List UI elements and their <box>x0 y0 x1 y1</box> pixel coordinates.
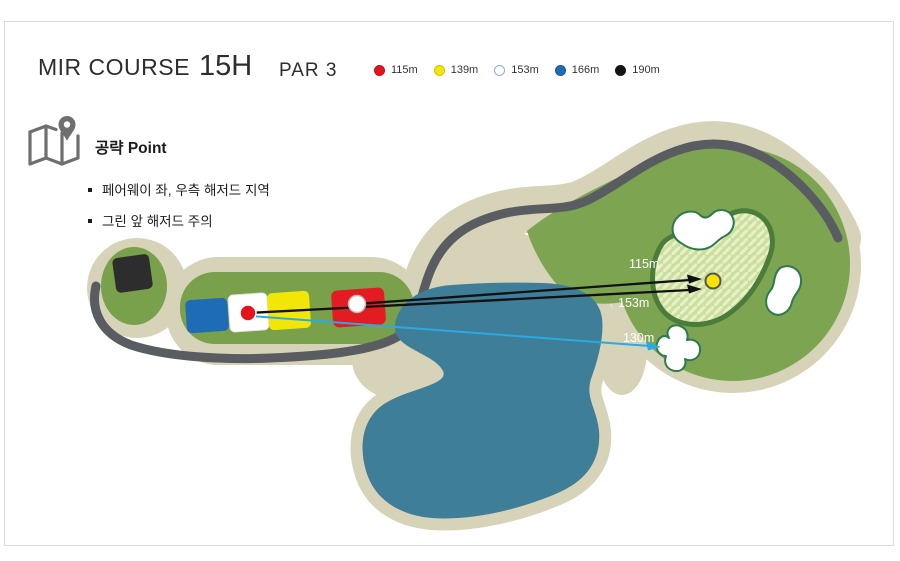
tee-box-black <box>112 254 153 293</box>
arrowhead-icon <box>687 284 702 294</box>
target-line-red-tee <box>247 288 691 315</box>
layup-line <box>249 315 651 347</box>
bullet-square-icon <box>88 219 92 223</box>
white-dot-icon <box>494 64 506 76</box>
course-name: MIR COURSE <box>38 54 190 80</box>
cart-path <box>90 139 843 364</box>
tee-box-blue <box>185 297 229 334</box>
distance-label-153m: 153m <box>618 296 649 310</box>
bunker-right <box>765 265 803 316</box>
legend-item: 153m <box>494 64 539 76</box>
legend-item: 190m <box>615 64 660 76</box>
red-dot-icon <box>374 64 385 76</box>
target-line-white-marker <box>356 278 691 306</box>
bunker-top-left <box>671 209 735 251</box>
page-title: MIR COURSE 15H <box>38 50 252 83</box>
tee-marker-white <box>347 294 367 314</box>
distance-label-115m: 115m <box>629 257 659 271</box>
par-label: PAR 3 <box>279 60 338 81</box>
yellow-dot-icon <box>433 64 445 76</box>
distance-legend: 115m 139m 153m 166m 190m <box>374 64 660 76</box>
strategy-bullet: 그린 앞 해저드 주의 <box>88 210 270 230</box>
map-pin-icon <box>28 116 80 166</box>
legend-item: 166m <box>554 64 599 76</box>
arrowhead-icon <box>646 341 661 351</box>
water-hazard <box>362 282 603 519</box>
legend-item: 139m <box>433 64 478 76</box>
pin-marker <box>704 272 722 290</box>
bullet-square-icon <box>88 188 92 192</box>
strategy-point-title: 공략 Point <box>95 140 167 157</box>
strategy-bullet: 페어웨이 좌, 우측 해저드 지역 <box>88 179 270 199</box>
arrowhead-icon <box>687 274 702 284</box>
tee-marker-red <box>239 304 257 322</box>
strategy-bullets: 페어웨이 좌, 우측 해저드 지역 그린 앞 해저드 주의 <box>88 179 270 241</box>
blue-dot-icon <box>554 64 566 76</box>
legend-item: 115m <box>374 64 418 76</box>
hole-number: 15H <box>198 50 253 82</box>
distance-label-130m: 130m <box>623 331 654 345</box>
black-dot-icon <box>615 64 627 76</box>
